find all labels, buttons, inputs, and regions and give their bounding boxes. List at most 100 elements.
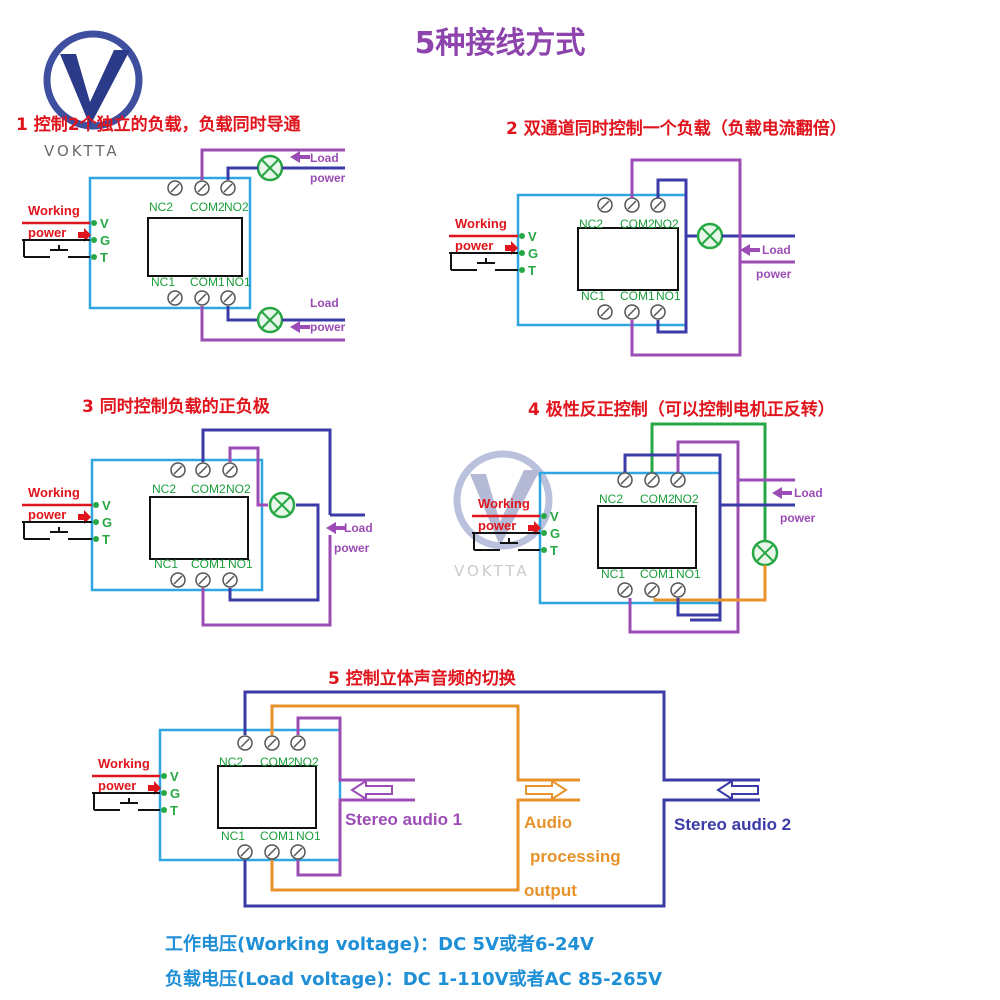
d4-wire-com1-orange [653,565,767,602]
d1-board [88,176,252,310]
d2-wire-com2 [630,158,742,225]
d1-pin-dot-3 [91,254,97,260]
d1-load-arrow-top-icon [290,151,310,163]
d1-wire-com2 [200,148,258,180]
d5-wire-nc1-blue [243,798,760,908]
d1-bottom-terminal-3-slot [223,293,233,303]
d1-label-nc2: NC2 [149,200,173,214]
d2-top-terminal-1-slot [600,200,610,210]
d4-label-nc2: NC2 [599,492,623,506]
d5-label-nc1: NC1 [221,829,245,843]
watermark-text: VOKTTA [454,562,530,580]
load-voltage-note: 负载电压(Load voltage)：DC 1-110V或者AC 85-265V [165,969,663,990]
d5-label-com1: COM1 [260,829,295,843]
d5-stereo1-arrow-icon [350,779,393,801]
d1-bottom-terminal-2-slot [197,293,207,303]
d2-label-nc1: NC1 [581,289,605,303]
d3-label-nc1: NC1 [154,557,178,571]
d5-audio-label: Audio [524,813,572,832]
d3-top-terminal-3-slot [225,465,235,475]
d4-top-terminal-1-slot [620,475,630,485]
d2-label-nc2: NC2 [579,217,603,231]
d5-label-nc2: NC2 [219,755,243,769]
d3-wire-com2 [201,428,332,515]
d4-pin-pin_t: T [550,543,558,558]
d4-power-label: power [780,511,816,525]
d4-power-label: power [478,518,516,533]
d4-top-terminal-2-slot [647,475,657,485]
d2-wire-no1 [656,236,688,334]
d4-bottom-terminal-3-slot [673,585,683,595]
d3-load-label: Load [344,521,373,535]
d5-pin-pin_t: T [170,803,178,818]
d1-power-label-bottom: power [310,320,346,334]
d1-power-arrow-icon [78,228,91,242]
d3-pin-dot-3 [93,536,99,542]
d1-power-label-top: power [310,171,346,185]
d2-label-no2: NO2 [654,217,679,231]
d2-bottom-terminal-1-slot [600,307,610,317]
d2-top-terminal-2-slot [627,200,637,210]
d4-label-nc1: NC1 [601,567,625,581]
d1-label-no1: NO1 [226,275,251,289]
d5-wire-no1-purple [296,798,415,877]
d4-pin-pin_v: V [550,509,559,524]
d5-bottom-terminal-2-slot [267,847,277,857]
d2-bottom-terminal-3-slot [653,307,663,317]
section-3-title: 3 同时控制负载的正负极 [82,397,270,417]
d1-load-lamp-top-cross-b [261,159,279,177]
voktta-v-icon [43,30,143,130]
d3-power-label: power [334,541,370,555]
page-title: 5种接线方式 [414,26,586,61]
d3-bottom-terminal-1-slot [173,575,183,585]
d5-stereo2-label: Stereo audio 2 [674,815,791,834]
d5-top-terminal-3-slot [293,738,303,748]
d5-working-label: Working [98,756,150,771]
d4-label-com1: COM1 [640,567,675,581]
d2-label-no1: NO1 [656,289,681,303]
d1-pin-pin_g: G [100,233,110,248]
d3-top-terminal-1-slot [173,465,183,475]
d4-pin-pin_g: G [550,526,560,541]
d2-pin-pin_v: V [528,229,537,244]
d1-load-arrow-bottom-icon [290,321,310,333]
d5-processing-label: processing [530,847,621,866]
d4-wire-no2 [628,440,740,634]
d1-pin-dot-2 [91,237,97,243]
d2-pin-dot-3 [519,267,525,273]
d1-pin-dot-1 [91,220,97,226]
d2-load-label: Load [762,243,791,257]
d5-wire-com2-orange [270,704,580,782]
d1-relay [147,217,243,277]
d1-label-com2: COM2 [190,200,225,214]
d2-wire-no2 [656,178,698,238]
d2-power-label: power [455,238,493,253]
d5-power-arrow-icon [148,781,161,795]
logo-text: VOKTTA [44,142,120,160]
d3-working-label: Working [28,485,80,500]
d5-output-label: output [524,881,577,900]
d5-pin-dot-2 [161,790,167,796]
d1-load-label-bottom: Load [310,296,339,310]
section-4-title: 4 极性反正控制（可以控制电机正反转） [528,400,835,420]
d1-load-label-top: Load [310,151,339,165]
d5-wire-no2-purple [296,716,415,782]
d5-label-no2: NO2 [294,755,319,769]
d3-power-arrow-icon [78,510,91,524]
d4-wire-com2-green [650,422,767,541]
d2-pin-dot-1 [519,233,525,239]
d1-top-terminal-1-slot [170,183,180,193]
d5-bottom-terminal-1-slot [240,847,250,857]
d3-wire-no2 [228,446,268,507]
section-5-title: 5 控制立体声音频的切换 [328,669,516,689]
d4-bottom-terminal-1-slot [620,585,630,595]
d2-load-lamp-cross-b [701,227,719,245]
d3-top-terminal-2-slot [198,465,208,475]
d3-bottom-terminal-2-slot [198,575,208,585]
d4-label-no2: NO2 [674,492,699,506]
d1-wire-no2 [226,166,258,180]
d4-relay [597,505,697,569]
d3-label-no1: NO1 [228,557,253,571]
voktta-watermark: VOKTTA [448,450,558,580]
